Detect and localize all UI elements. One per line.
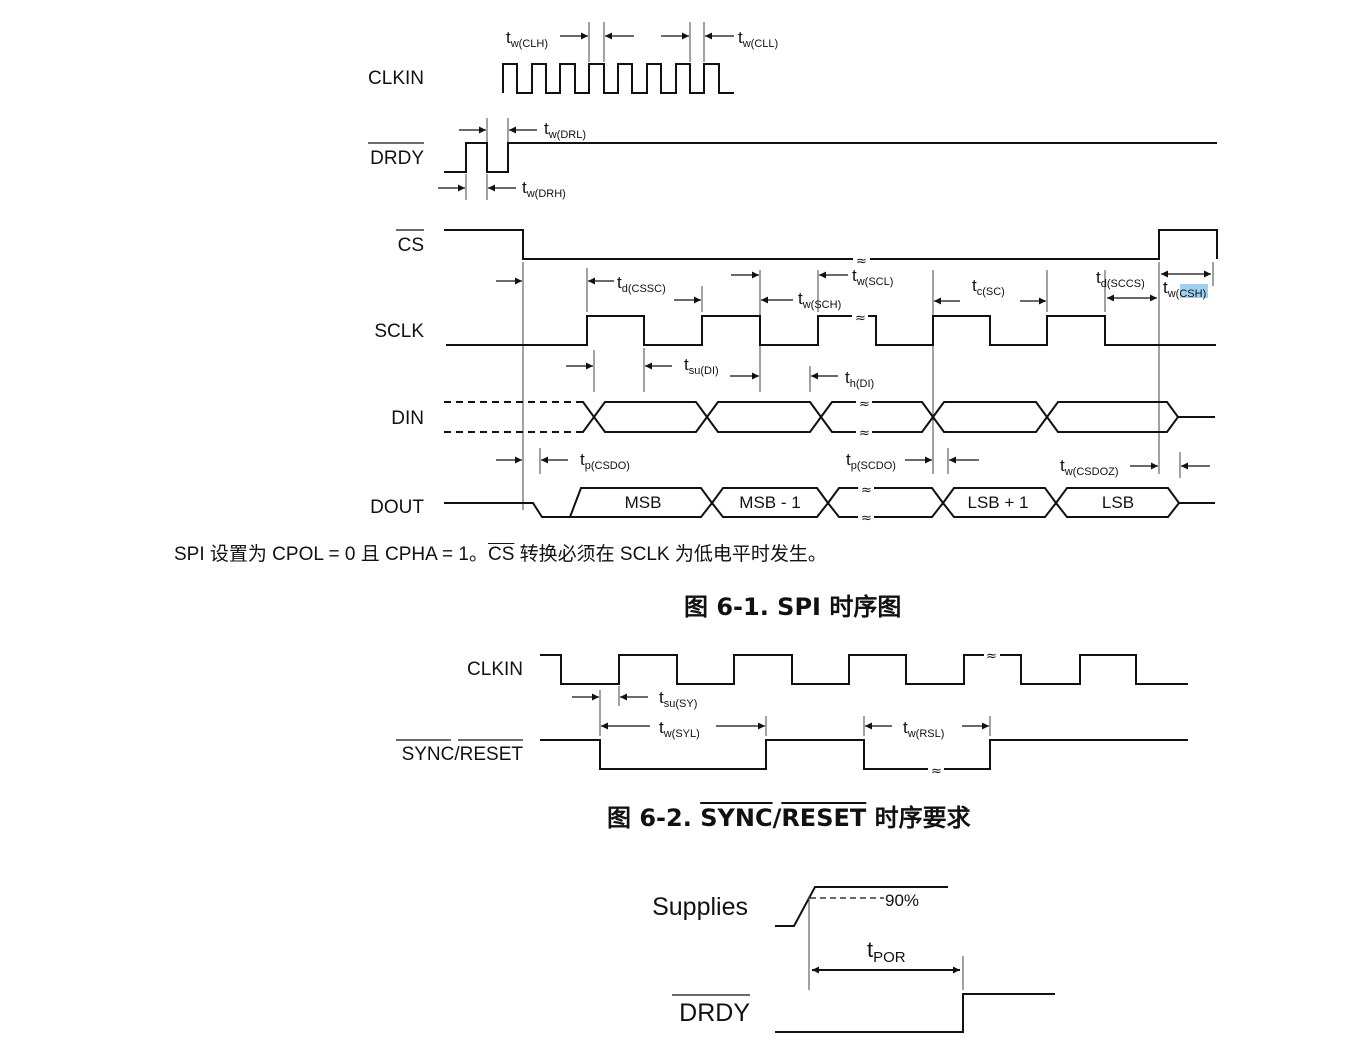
timing-label-td-sccs: td(SCCS) — [1096, 268, 1145, 290]
waveform-drdy-3 — [775, 993, 1055, 1033]
dout-bit-lsb-1: LSB + 1 — [968, 493, 1029, 512]
timing-label-tsu-sy: tsu(SY) — [659, 688, 697, 710]
figure2-caption: 图 6-2. SYNC/RESET 时序要求 — [607, 804, 971, 832]
figure1-note: SPI 设置为 CPOL = 0 且 CPHA = 1。CS 转换必须在 SCL… — [174, 544, 827, 565]
signal-label-dout: DOUT — [370, 497, 424, 518]
dout-bit-lsb: LSB — [1102, 493, 1134, 512]
highlight-csh — [1180, 284, 1208, 298]
timing-label-tw-scl: tw(SCL) — [852, 266, 893, 288]
figure1-caption: 图 6-1. SPI 时序图 — [684, 593, 902, 621]
timing-label-tw-cll: tw(CLL) — [738, 28, 778, 50]
break-mark-cs: ≈ — [856, 254, 867, 269]
signal-label-clkin: CLKIN — [368, 68, 424, 89]
waveform-din: ≈ ≈ — [444, 397, 1215, 441]
break-mark-din-bottom: ≈ — [859, 426, 870, 441]
waveform-dout: ≈ ≈ MSB MSB - 1 LSB + 1 LSB — [444, 483, 1215, 526]
dout-bit-msb: MSB — [625, 493, 662, 512]
signal-label-din: DIN — [391, 408, 424, 429]
waveform-clkin — [502, 63, 734, 94]
waveform-sync-reset — [540, 739, 1188, 770]
timing-label-tw-csh: tw(CSH) — [1163, 278, 1206, 300]
figure-spi-timing: CLKIN DRDY CS SCLK DIN DOUT tw(CLH) tw(C… — [368, 22, 1218, 526]
signal-label-drdy: DRDY — [370, 148, 424, 169]
break-mark-sclk: ≈ — [855, 311, 866, 326]
break-mark-dout-bottom: ≈ — [861, 511, 872, 526]
break-mark-din-top: ≈ — [859, 397, 870, 412]
timing-label-td-cssc: td(CSSC) — [617, 273, 666, 295]
timing-label-tw-drl: tw(DRL) — [544, 119, 586, 141]
dout-bit-msb-1: MSB - 1 — [739, 493, 800, 512]
waveform-supplies — [775, 886, 948, 927]
timing-label-tw-csdoz: tw(CSDOZ) — [1060, 456, 1119, 478]
waveform-cs — [444, 229, 1218, 260]
timing-label-tw-clh: tw(CLH) — [506, 28, 548, 50]
timing-label-tw-rsl: tw(RSL) — [903, 718, 944, 740]
figure-sync-reset-timing: CLKIN SYNC/RESET ≈ tsu(SY) tw(SYL) tw(RS… — [396, 649, 1188, 779]
level-label-90: 90% — [885, 891, 919, 910]
figure-power-on-reset: Supplies DRDY 90% tPOR — [652, 886, 1055, 1033]
timing-label-tc-sc: tc(SC) — [972, 276, 1005, 298]
timing-label-tsu-di: tsu(DI) — [684, 355, 719, 377]
signal-label-cs: CS — [398, 235, 424, 256]
timing-label-tp-scdo: tp(SCDO) — [846, 450, 896, 472]
timing-label-tpor: tPOR — [867, 937, 906, 966]
waveform-sclk — [446, 315, 1216, 346]
signal-label-sclk: SCLK — [374, 321, 424, 342]
note-cs: CS — [487, 544, 515, 565]
break-mark-sync-reset: ≈ — [931, 764, 942, 779]
waveform-drdy — [444, 142, 1217, 173]
signal-label-sync-reset: SYNC/RESET — [402, 744, 524, 765]
signal-label-clkin-2: CLKIN — [467, 659, 523, 680]
break-mark-clkin-2: ≈ — [986, 649, 997, 664]
signal-label-supplies: Supplies — [652, 893, 748, 921]
timing-label-th-di: th(DI) — [845, 368, 874, 390]
timing-label-tp-csdo: tp(CSDO) — [580, 450, 630, 472]
timing-label-tw-drh: tw(DRH) — [522, 178, 566, 200]
signal-label-drdy-3: DRDY — [679, 999, 750, 1027]
timing-label-tw-syl: tw(SYL) — [659, 718, 700, 740]
waveform-clkin-2 — [540, 654, 1188, 685]
break-mark-dout-top: ≈ — [861, 483, 872, 498]
timing-label-tw-sch: tw(SCH) — [798, 289, 841, 311]
